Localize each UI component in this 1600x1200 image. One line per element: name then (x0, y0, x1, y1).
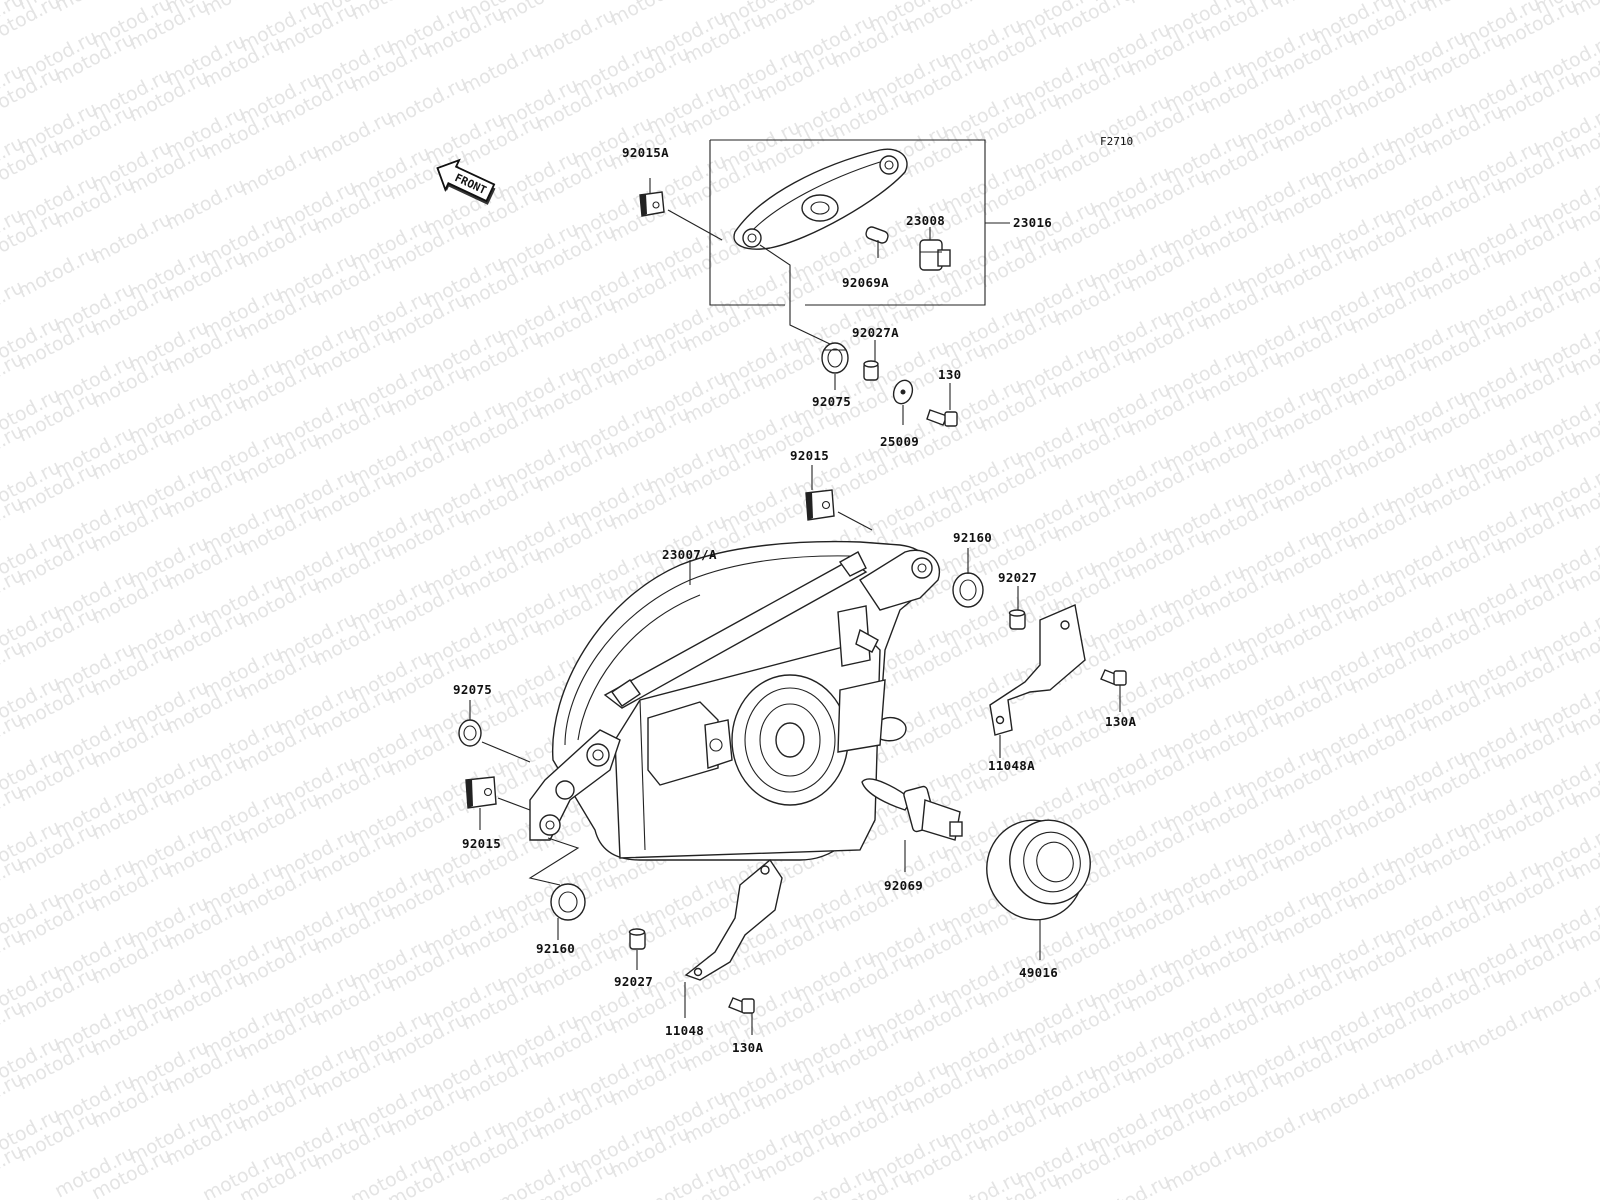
grommet-left (458, 700, 531, 763)
position-lamp-assembly (709, 139, 1010, 306)
bracket-right (989, 604, 1086, 758)
label-92015-top: 92015 (790, 448, 829, 463)
label-92069: 92069 (884, 878, 923, 893)
clip-nut-left (465, 776, 531, 830)
label-92075-left: 92075 (453, 682, 492, 697)
collar-bottom (628, 928, 646, 970)
grommet-top (821, 342, 849, 374)
label-49016: 49016 (1019, 965, 1058, 980)
label-92075-top: 92075 (812, 394, 851, 409)
watermark-text: motod.ru (606, 0, 693, 30)
headlight-bulb (861, 778, 963, 872)
label-92160-right: 92160 (953, 530, 992, 545)
clip-nut-mid (805, 465, 873, 531)
collar-right (1008, 586, 1026, 630)
label-92015-left: 92015 (462, 836, 501, 851)
small-bulb (865, 226, 889, 244)
label-92027-right: 92027 (998, 570, 1037, 585)
label-92160-bottom: 92160 (536, 941, 575, 956)
label-92015A: 92015A (622, 145, 669, 160)
label-130A-bottom: 130A (732, 1040, 763, 1055)
grommet-right (952, 548, 984, 608)
bulb-cover-ring (986, 819, 1091, 960)
collar-top (863, 340, 879, 381)
watermark-text: motod.ru (1531, 966, 1600, 1026)
position-lamp-housing (733, 148, 908, 250)
label-92069A: 92069A (842, 275, 889, 290)
grommet-bottom (550, 883, 586, 940)
bolt-right (1100, 669, 1127, 712)
label-92027A: 92027A (852, 325, 899, 340)
label-130: 130 (938, 367, 961, 382)
front-arrow-icon: FRONT (436, 158, 496, 205)
bracket-bottom (684, 858, 783, 1018)
label-11048A: 11048A (988, 758, 1035, 773)
bolt-bottom (728, 997, 755, 1035)
label-23007A: 23007/A (662, 547, 717, 562)
headlight-housing (529, 540, 941, 861)
label-130A-right: 130A (1105, 714, 1136, 729)
bulb-socket (919, 239, 951, 271)
watermark-text: motod.ru (1087, 1170, 1174, 1200)
bolt-top (926, 383, 958, 427)
washer (892, 379, 914, 425)
label-92027-bottom: 92027 (614, 974, 653, 989)
label-23008: 23008 (906, 213, 945, 228)
figure-id: F2710 (1100, 135, 1133, 148)
clip-nut-top (639, 178, 723, 241)
label-25009: 25009 (880, 434, 919, 449)
label-23016: 23016 (1013, 215, 1052, 230)
label-11048: 11048 (665, 1023, 704, 1038)
